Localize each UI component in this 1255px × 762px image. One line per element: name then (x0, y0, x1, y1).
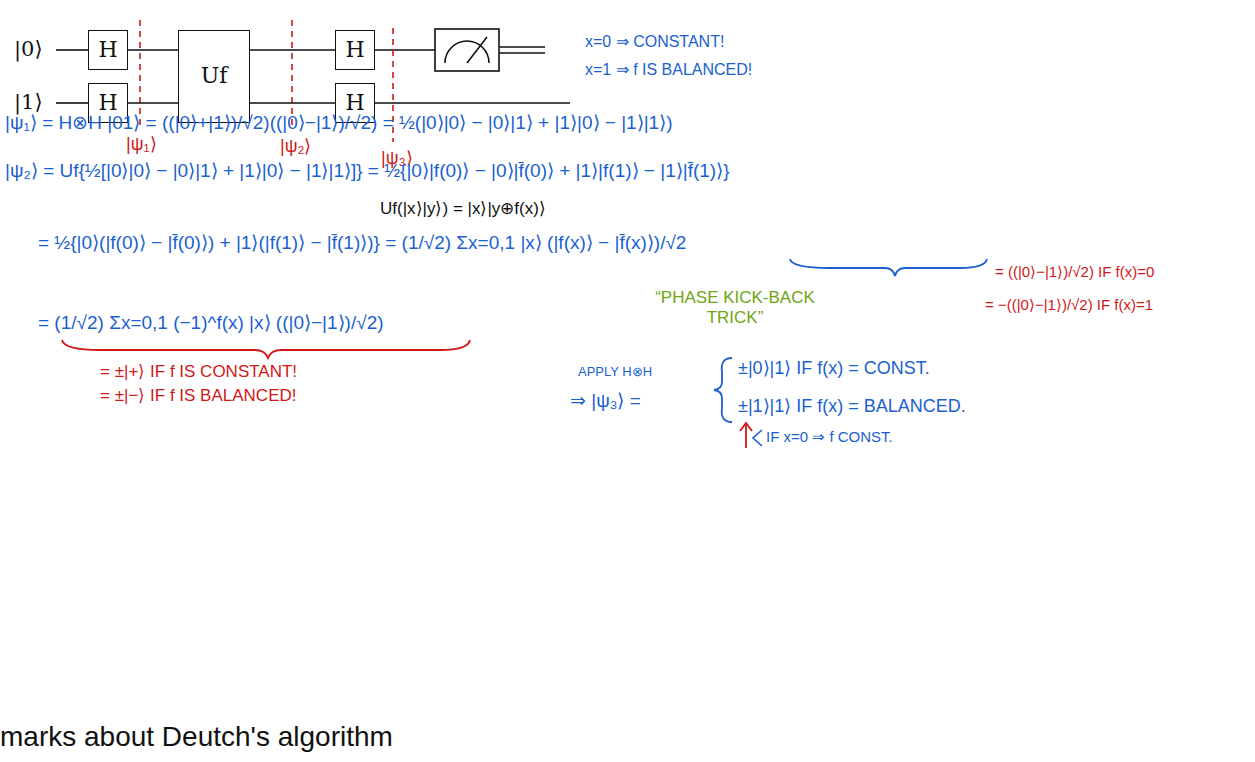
qubit-wire (375, 102, 570, 104)
qubit-wire (128, 102, 178, 104)
equation: ±|0⟩|1⟩ IF f(x) = CONST. (738, 358, 930, 380)
classical-wire (499, 52, 545, 54)
section-heading: marks about Deutch's algorithm (0, 720, 393, 754)
oracle-gate: Uf (178, 30, 250, 123)
note: APPLY H⊗H (578, 364, 652, 380)
equation: |ψ₁⟩ = H⊗H |01⟩ = ((|0⟩+|1⟩)/√2)((|0⟩−|1… (5, 112, 673, 135)
hadamard-gate: H (335, 30, 375, 70)
measurement-box (435, 29, 499, 71)
equation: ±|1⟩|1⟩ IF f(x) = BALANCED. (738, 396, 966, 418)
note: = −((|0⟩−|1⟩)/√2) IF f(x)=1 (985, 296, 1153, 314)
curly-brace (714, 358, 732, 422)
qubit-wire (56, 49, 88, 51)
equation: = ½{|0⟩(|f(0)⟩ − |f̄(0)⟩) + |1⟩(|f(1)⟩ −… (38, 232, 686, 255)
underbrace (62, 340, 470, 358)
bracket (753, 430, 762, 446)
gate-label: H (98, 38, 117, 62)
ket-label: |1⟩ (14, 90, 43, 115)
qubit-wire (128, 49, 178, 51)
state-marker-line (139, 20, 141, 128)
note: = ((|0⟩−|1⟩)/√2) IF f(x)=0 (995, 263, 1154, 281)
equation: |ψ₂⟩ = Uf{½[|0⟩|0⟩ − |0⟩|1⟩ + |1⟩|0⟩ − |… (5, 160, 730, 183)
gate-label: H (98, 91, 117, 115)
underbrace (790, 259, 987, 276)
qubit-wire (250, 49, 335, 51)
pointer-arrow-head (740, 423, 752, 431)
gate-label: Uf (201, 64, 228, 88)
qubit-wire (56, 102, 88, 104)
note: IF x=0 ⇒ f CONST. (766, 428, 893, 446)
pointer-arrow (745, 424, 747, 448)
classical-wire (499, 46, 545, 48)
note: x=0 ⇒ CONSTANT! (585, 32, 724, 51)
gate-label: H (345, 38, 364, 62)
meter-needle (467, 37, 487, 63)
note: = ±|+⟩ IF f IS CONSTANT! (100, 362, 297, 382)
hadamard-gate: H (88, 30, 128, 70)
ket-label: |0⟩ (14, 37, 43, 62)
qubit-wire (375, 49, 435, 51)
state-label: |ψ₂⟩ (280, 136, 312, 158)
gate-label: H (345, 91, 364, 115)
state-label: |ψ₁⟩ (126, 134, 157, 156)
annotation: “PHASE KICK-BACK TRICK” (650, 288, 820, 329)
note: x=1 ⇒ f IS BALANCED! (585, 60, 752, 79)
note: = ±|−⟩ IF f IS BALANCED! (100, 386, 296, 406)
qubit-wire (250, 102, 335, 104)
meter-arc (445, 41, 489, 63)
equation: ⇒ |ψ₃⟩ = (570, 390, 641, 413)
equation: = (1/√2) Σx=0,1 (−1)^f(x) |x⟩ ((|0⟩−|1⟩)… (38, 312, 384, 335)
equation: Uf(|x⟩|y⟩) = |x⟩|y⊕f(x)⟩ (380, 199, 546, 219)
